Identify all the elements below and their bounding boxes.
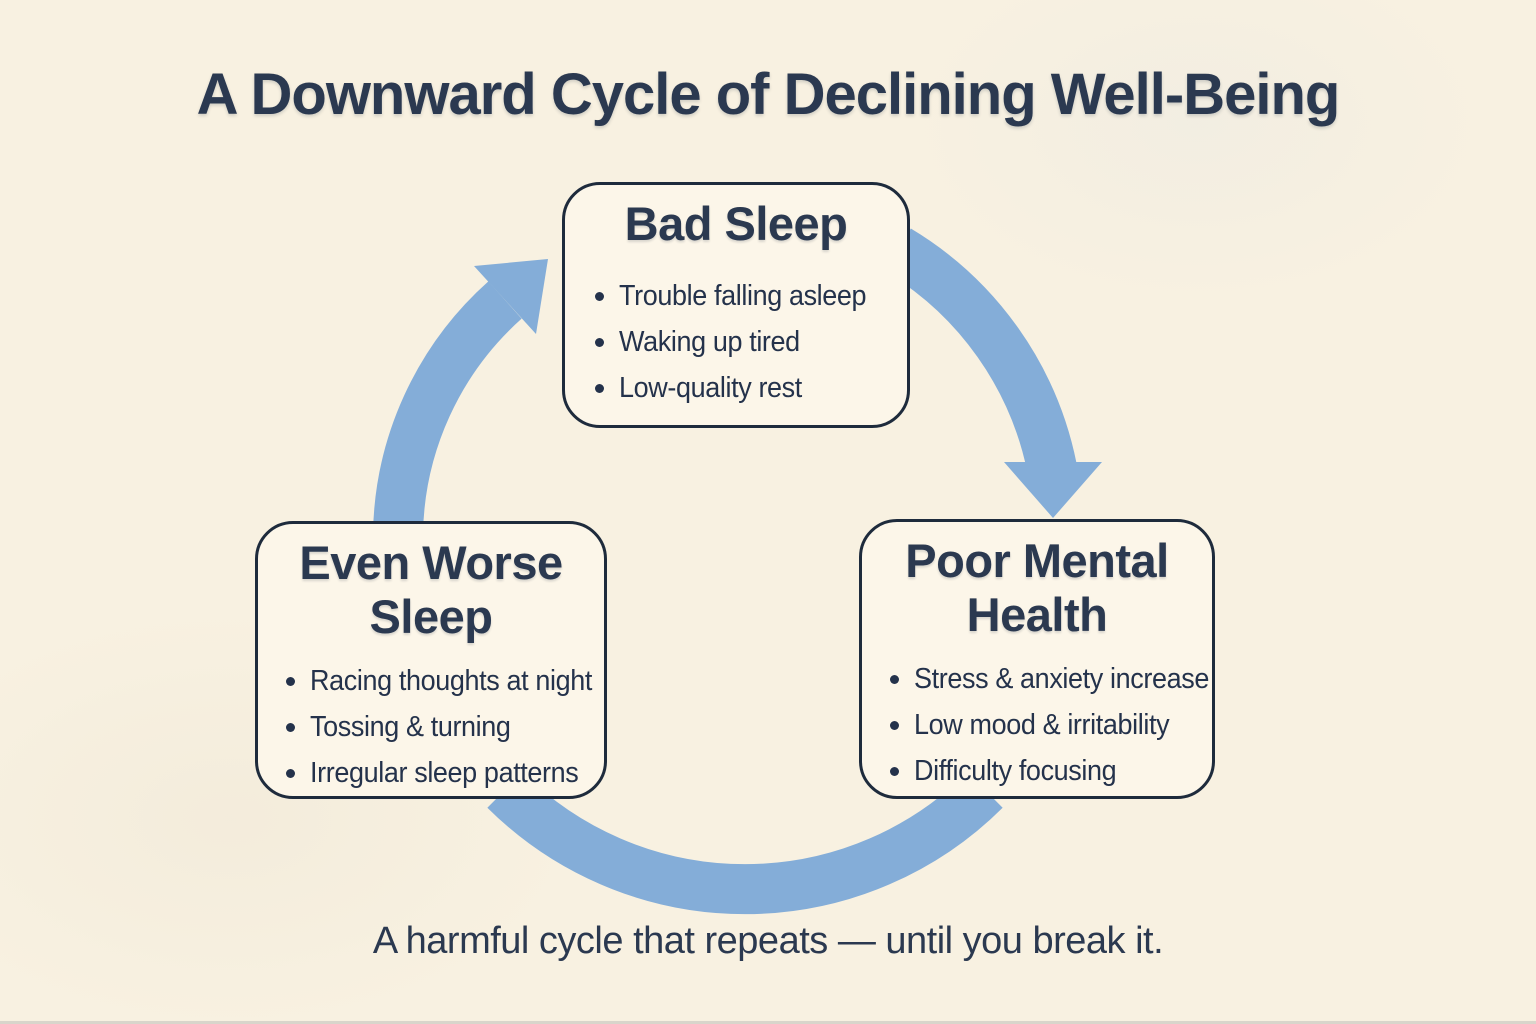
bullet-label: Racing thoughts at night bbox=[310, 665, 592, 697]
bullet-item: Trouble falling asleep bbox=[595, 273, 907, 319]
bullet-label: Tossing & turning bbox=[310, 711, 511, 743]
bullet-dot bbox=[890, 675, 899, 684]
bullet-item: Tossing & turning bbox=[286, 704, 604, 750]
bullet-dot bbox=[595, 292, 604, 301]
node-bad-sleep-bullets: Trouble falling asleep Waking up tired L… bbox=[565, 273, 907, 411]
bullet-item: Racing thoughts at night bbox=[286, 658, 604, 704]
bullet-item: Low mood & irritability bbox=[890, 702, 1212, 748]
bullet-label: Irregular sleep patterns bbox=[310, 757, 579, 789]
bullet-dot bbox=[595, 338, 604, 347]
node-poor-mental-health: Poor Mental Health Stress & anxiety incr… bbox=[859, 519, 1215, 799]
node-poor-mental-health-title: Poor Mental Health bbox=[905, 534, 1169, 641]
bullet-label: Low-quality rest bbox=[619, 372, 802, 404]
bullet-dot bbox=[286, 769, 295, 778]
bullet-label: Stress & anxiety increase bbox=[914, 663, 1209, 695]
node-bad-sleep: Bad Sleep Trouble falling asleep Waking … bbox=[562, 182, 910, 428]
node-even-worse-sleep-bullets: Racing thoughts at night Tossing & turni… bbox=[258, 658, 604, 796]
bullet-label: Low mood & irritability bbox=[914, 709, 1170, 741]
arrowhead-down-icon bbox=[1004, 462, 1102, 518]
node-even-worse-sleep-title: Even Worse Sleep bbox=[299, 536, 563, 643]
bullet-dot bbox=[286, 677, 295, 686]
node-even-worse-sleep: Even Worse Sleep Racing thoughts at nigh… bbox=[255, 521, 607, 799]
arrow-even-worse-sleep-to-bad-sleep bbox=[373, 281, 522, 535]
bullet-item: Stress & anxiety increase bbox=[890, 656, 1212, 702]
node-bad-sleep-title: Bad Sleep bbox=[624, 197, 848, 250]
bullet-dot bbox=[890, 721, 899, 730]
bullet-item: Low-quality rest bbox=[595, 365, 907, 411]
bullet-item: Irregular sleep patterns bbox=[286, 750, 604, 796]
arrow-poor-mental-health-to-even-worse-sleep bbox=[487, 772, 1003, 915]
bullet-label: Difficulty focusing bbox=[914, 755, 1117, 787]
bullet-dot bbox=[595, 384, 604, 393]
bullet-item: Difficulty focusing bbox=[890, 748, 1212, 794]
node-poor-mental-health-bullets: Stress & anxiety increase Low mood & irr… bbox=[862, 656, 1212, 794]
bottom-edge-line bbox=[0, 1021, 1536, 1024]
caption: A harmful cycle that repeats — until you… bbox=[372, 920, 1164, 962]
bullet-item: Waking up tired bbox=[595, 319, 907, 365]
bullet-dot bbox=[890, 767, 899, 776]
arrowhead-up-right-icon bbox=[474, 259, 548, 334]
bullet-label: Trouble falling asleep bbox=[619, 280, 867, 312]
arrow-bad-sleep-to-poor-mental-health bbox=[884, 228, 1077, 474]
bullet-label: Waking up tired bbox=[619, 326, 800, 358]
bullet-dot bbox=[286, 723, 295, 732]
page-title: A Downward Cycle of Declining Well-Being bbox=[196, 62, 1341, 127]
